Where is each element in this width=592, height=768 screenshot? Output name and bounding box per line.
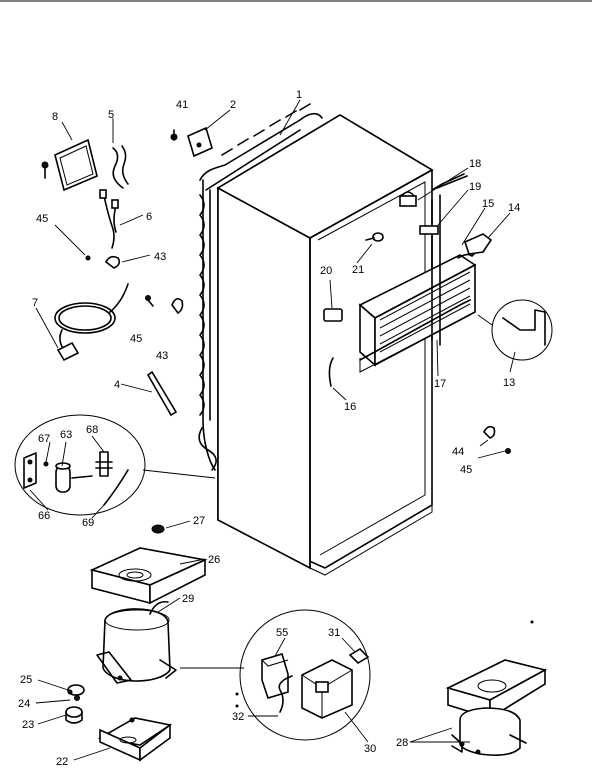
callout-4: 4 (114, 379, 120, 391)
part-27-grommet (151, 524, 165, 534)
cabinet-assembly (216, 114, 434, 576)
part-45-screw-d (505, 448, 511, 454)
callout-69: 69 (82, 517, 94, 529)
callout-18: 18 (469, 158, 481, 170)
callout-16: 16 (344, 401, 356, 413)
defrost-timer-detail-circle (14, 414, 216, 516)
callout-26: 26 (208, 554, 220, 566)
part-45-screw-c (145, 295, 154, 307)
callout-6: 6 (146, 211, 152, 223)
part-29-compressor (96, 600, 177, 684)
part-44-grommet (483, 425, 496, 439)
part-5-wire (112, 147, 124, 189)
part-16-tube (328, 357, 334, 387)
callout-44: 44 (452, 446, 464, 458)
callout-1: 1 (296, 89, 302, 101)
part-45-screw-a (41, 161, 49, 179)
callout-43-b: 43 (156, 350, 168, 362)
callout-28: 28 (396, 737, 408, 749)
tube-top (431, 173, 468, 191)
callout-55: 55 (276, 627, 288, 639)
callout-41: 41 (176, 99, 188, 111)
part-26-drain-pan (89, 547, 208, 605)
speck (235, 704, 239, 708)
callout-2: 2 (230, 99, 236, 111)
callout-5: 5 (108, 109, 114, 121)
callout-17: 17 (434, 378, 446, 390)
relay-detail-circle (239, 609, 371, 741)
speck (530, 620, 534, 624)
callout-7: 7 (32, 297, 38, 309)
callout-45-a: 45 (36, 213, 48, 225)
part-22-bracket (97, 717, 173, 762)
callout-labels: 1 2 41 8 5 6 45 43 7 45 43 4 18 19 15 14… (18, 89, 520, 768)
callout-27: 27 (193, 515, 205, 527)
callout-15: 15 (482, 198, 494, 210)
part-21-screw (365, 232, 384, 242)
callout-22: 22 (56, 756, 68, 768)
callout-13: 13 (503, 377, 515, 389)
part-19-bracket (419, 225, 439, 235)
part-43-grommet-a (104, 255, 121, 269)
part-20-block (323, 308, 343, 322)
part-14-tube-clamp (464, 233, 493, 255)
part-13-detail-circle (477, 299, 553, 361)
callout-45-c: 45 (460, 464, 472, 476)
callout-45-b: 45 (130, 333, 142, 345)
callout-68: 68 (86, 424, 98, 436)
callout-20: 20 (320, 265, 332, 277)
callout-23: 23 (22, 719, 34, 731)
callout-66: 66 (38, 510, 50, 522)
part-18-clip (399, 191, 417, 207)
leader-lines (29, 99, 516, 761)
part-28-compressor-assembly (445, 659, 548, 756)
callout-30: 30 (364, 743, 376, 755)
callout-19: 19 (469, 181, 481, 193)
callout-31: 31 (328, 627, 340, 639)
callout-25: 25 (20, 674, 32, 686)
part-43-grommet-b (171, 297, 184, 315)
callout-24: 24 (18, 698, 30, 710)
part-7-power-cord (54, 283, 129, 362)
callout-14: 14 (508, 202, 520, 214)
part-23-25-stack (65, 684, 85, 724)
part-4-tube (146, 370, 178, 417)
part-2-bracket (187, 126, 213, 158)
evaporator (358, 247, 481, 373)
speck (235, 692, 239, 696)
callout-29: 29 (182, 593, 194, 605)
condenser-coil (198, 103, 323, 471)
part-41-screw (170, 129, 178, 141)
part-8-panel (54, 138, 98, 192)
callout-43-a: 43 (154, 251, 166, 263)
callout-21: 21 (352, 264, 364, 276)
callout-32: 32 (232, 711, 244, 723)
callout-67: 67 (38, 433, 50, 445)
callout-8: 8 (52, 111, 58, 123)
part-45-screw-b-head (85, 255, 91, 261)
callout-63: 63 (60, 429, 72, 441)
